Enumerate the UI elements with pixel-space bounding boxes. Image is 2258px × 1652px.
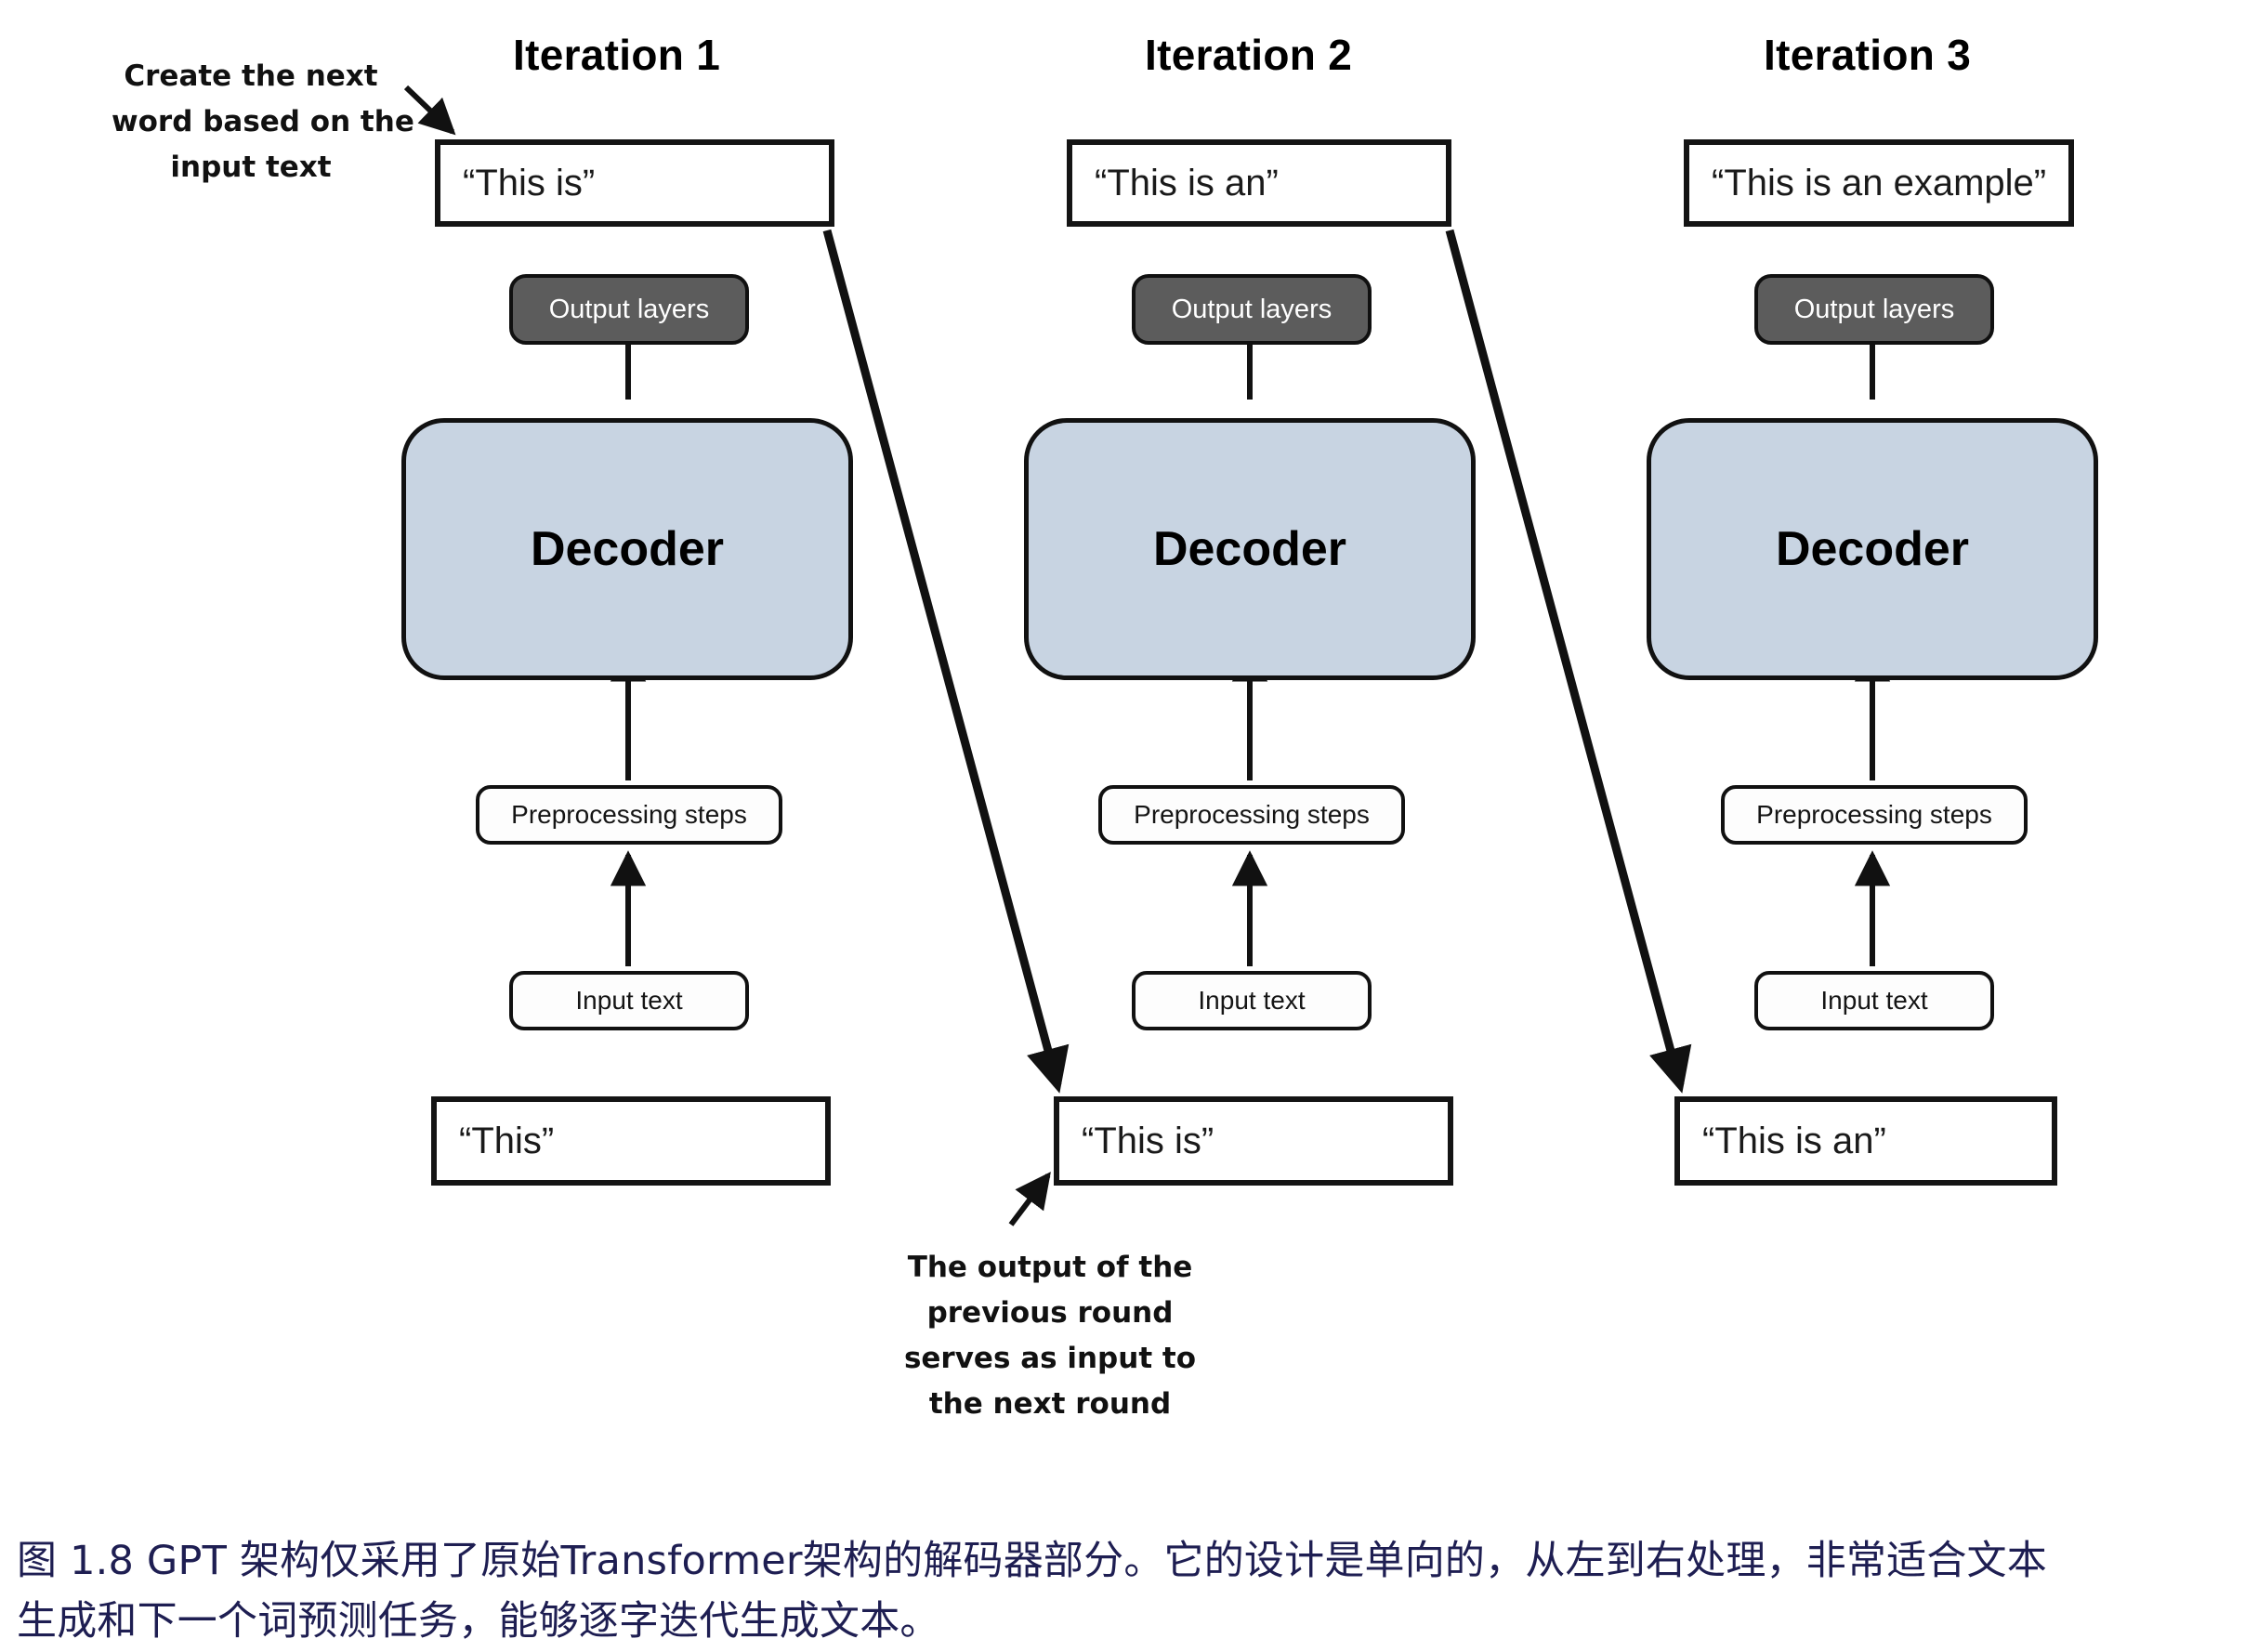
preprocessing-steps-box-iteration-1: Preprocessing steps xyxy=(476,785,782,845)
decoder-box-iteration-1: Decoder xyxy=(401,418,853,680)
annotation-line-3: input text xyxy=(170,150,332,184)
decoder-box-iteration-3: Decoder xyxy=(1647,418,2098,680)
arrow-iter2-output-to-iter3-input xyxy=(1445,229,1692,1094)
annotation-bottom-line-2: previous round xyxy=(926,1295,1174,1330)
caption-line-1: 图 1.8 GPT 架构仅采用了原始Transformer架构的解码器部分。它的… xyxy=(17,1538,2047,1584)
figure-caption: 图 1.8 GPT 架构仅采用了原始Transformer架构的解码器部分。它的… xyxy=(17,1531,2247,1651)
annotation-bottom-line-3: serves as input to xyxy=(903,1341,1197,1375)
annotation-output-serves-as-input: The output of the previous round serves … xyxy=(892,1245,1208,1427)
column-title-iteration-2: Iteration 2 xyxy=(1145,31,1353,79)
column-title-iteration-3: Iteration 3 xyxy=(1764,31,1972,79)
input-text-box-iteration-2: Input text xyxy=(1132,971,1372,1030)
input-text-box-iteration-1: Input text xyxy=(509,971,749,1030)
annotation-bottom-line-4: the next round xyxy=(928,1386,1172,1421)
arrow-iter1-output-to-iter2-input xyxy=(822,229,1070,1094)
annotation-arrow-bottom xyxy=(1008,1172,1051,1226)
output-text-box-iteration-1: “This is” xyxy=(435,139,834,227)
decoder-box-iteration-2: Decoder xyxy=(1024,418,1476,680)
preprocessing-steps-box-iteration-3: Preprocessing steps xyxy=(1721,785,2028,845)
annotation-line-2: word based on the xyxy=(112,104,414,138)
output-text-box-iteration-3: “This is an example” xyxy=(1684,139,2074,227)
output-layers-box-iteration-3: Output layers xyxy=(1754,274,1994,345)
annotation-line-1: Create the next xyxy=(124,59,378,93)
output-text-box-iteration-2: “This is an” xyxy=(1067,139,1451,227)
annotation-create-next-word: Create the next word based on the input … xyxy=(112,54,414,190)
output-layers-box-iteration-2: Output layers xyxy=(1132,274,1372,345)
caption-line-2: 生成和下一个词预测任务，能够逐字迭代生成文本。 xyxy=(17,1597,940,1645)
input-text-box-iteration-3: Input text xyxy=(1754,971,1994,1030)
column-title-iteration-1: Iteration 1 xyxy=(513,31,721,79)
input-value-box-iteration-2: “This is” xyxy=(1054,1096,1453,1186)
output-layers-box-iteration-1: Output layers xyxy=(509,274,749,345)
input-value-box-iteration-1: “This” xyxy=(431,1096,831,1186)
preprocessing-steps-box-iteration-2: Preprocessing steps xyxy=(1098,785,1405,845)
input-value-box-iteration-3: “This is an” xyxy=(1674,1096,2057,1186)
annotation-bottom-line-1: The output of the xyxy=(907,1251,1193,1284)
